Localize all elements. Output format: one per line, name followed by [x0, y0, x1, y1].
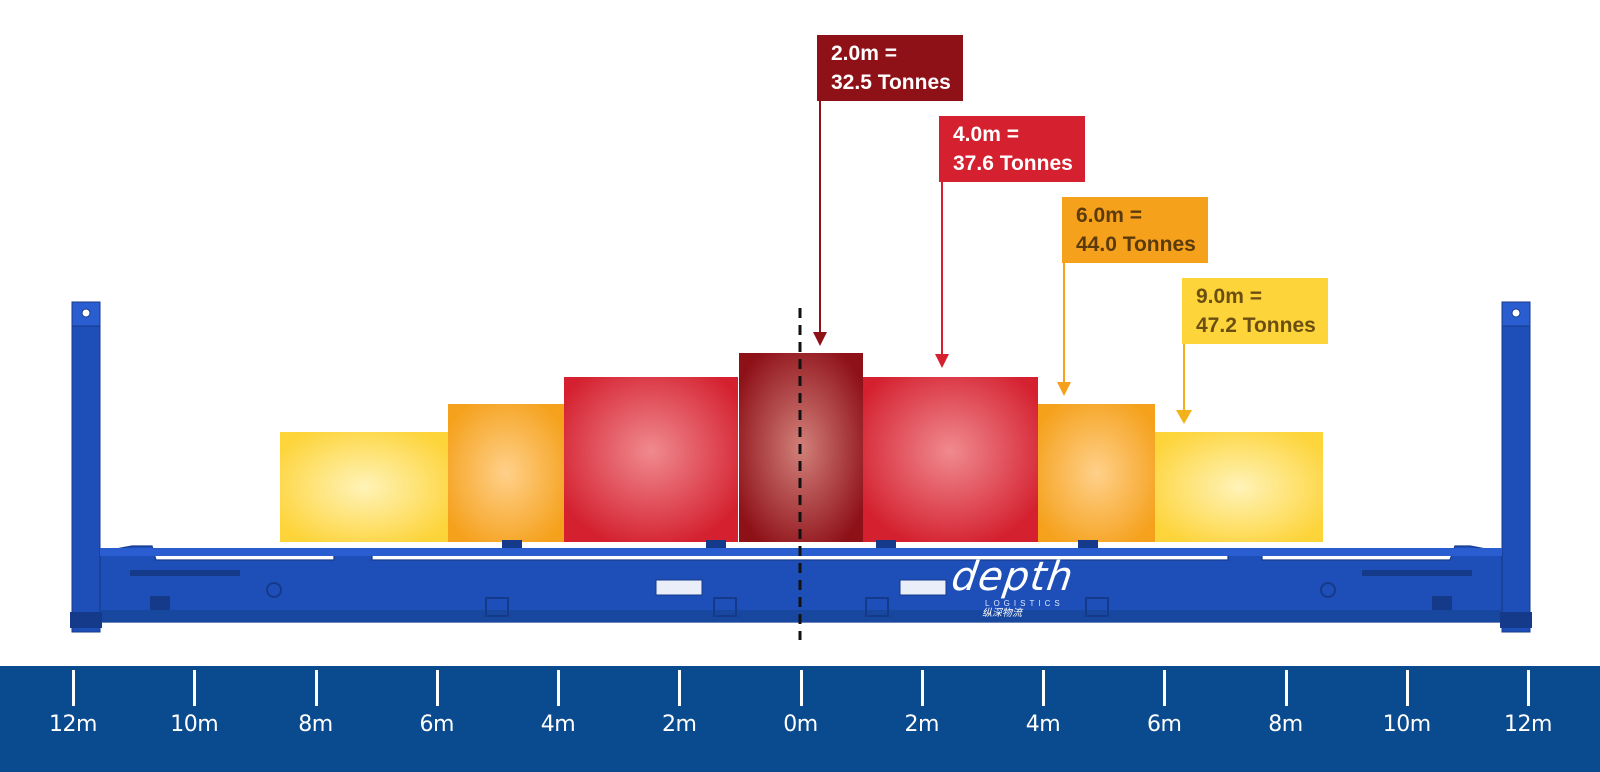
callout-weight: 32.5 Tonnes — [831, 71, 951, 94]
scale-tick — [1284, 670, 1288, 706]
callout-arrows — [813, 98, 1192, 424]
scale-tick — [799, 670, 803, 706]
callout-distance: 4.0m = — [953, 123, 1019, 146]
callout-distance: 2.0m = — [831, 42, 897, 65]
callout-weight: 47.2 Tonnes — [1196, 314, 1316, 337]
scale-tick — [678, 670, 682, 706]
cargo-block-orange-left — [448, 404, 564, 542]
cargo-block-yellow-left — [280, 432, 448, 542]
scale-label: 10m — [1382, 712, 1431, 737]
scale-label: 4m — [540, 712, 576, 737]
callout-2m: 2.0m = 32.5 Tonnes — [817, 35, 963, 101]
logo-chinese: 纵深物流 — [982, 608, 1022, 619]
scale-label: 2m — [662, 712, 697, 737]
scale-label: 12m — [49, 712, 97, 737]
depth-logo: depth — [948, 554, 1077, 600]
scale-tick — [920, 670, 924, 706]
callout-4m: 4.0m = 37.6 Tonnes — [939, 116, 1085, 182]
cargo-block-yellow-right — [1155, 432, 1323, 542]
scale-label: 4m — [1025, 712, 1061, 737]
scale-tick — [1405, 670, 1409, 706]
callout-distance: 9.0m = — [1196, 285, 1262, 308]
scale-label: 6m — [419, 712, 455, 737]
callout-distance: 6.0m = — [1076, 204, 1142, 227]
scale-label: 12m — [1504, 712, 1552, 737]
logo-subtitle: LOGISTICS — [985, 599, 1064, 608]
cargo-block-orange-right — [1038, 404, 1155, 542]
scale-label: 8m — [1268, 712, 1303, 737]
scale-label: 0m — [783, 712, 818, 737]
scale-tick — [1527, 670, 1530, 706]
cargo-block-red-right — [863, 377, 1038, 542]
scale-tick — [435, 670, 439, 706]
scale-tick — [1163, 670, 1167, 706]
cargo-block-red-left — [564, 377, 738, 542]
scale-tick — [193, 670, 197, 706]
scale-tick — [557, 670, 560, 706]
callout-weight: 37.6 Tonnes — [953, 152, 1073, 175]
callout-weight: 44.0 Tonnes — [1076, 233, 1196, 256]
scale-label: 6m — [1147, 712, 1182, 737]
callout-9m: 9.0m = 47.2 Tonnes — [1182, 278, 1328, 344]
scale-tick — [72, 670, 75, 706]
scale-label: 2m — [904, 712, 940, 737]
scale-tick — [314, 670, 318, 706]
callout-6m: 6.0m = 44.0 Tonnes — [1062, 197, 1208, 263]
scale-label: 8m — [298, 712, 333, 737]
scale-label: 10m — [170, 712, 219, 737]
scale-tick — [1042, 670, 1045, 706]
